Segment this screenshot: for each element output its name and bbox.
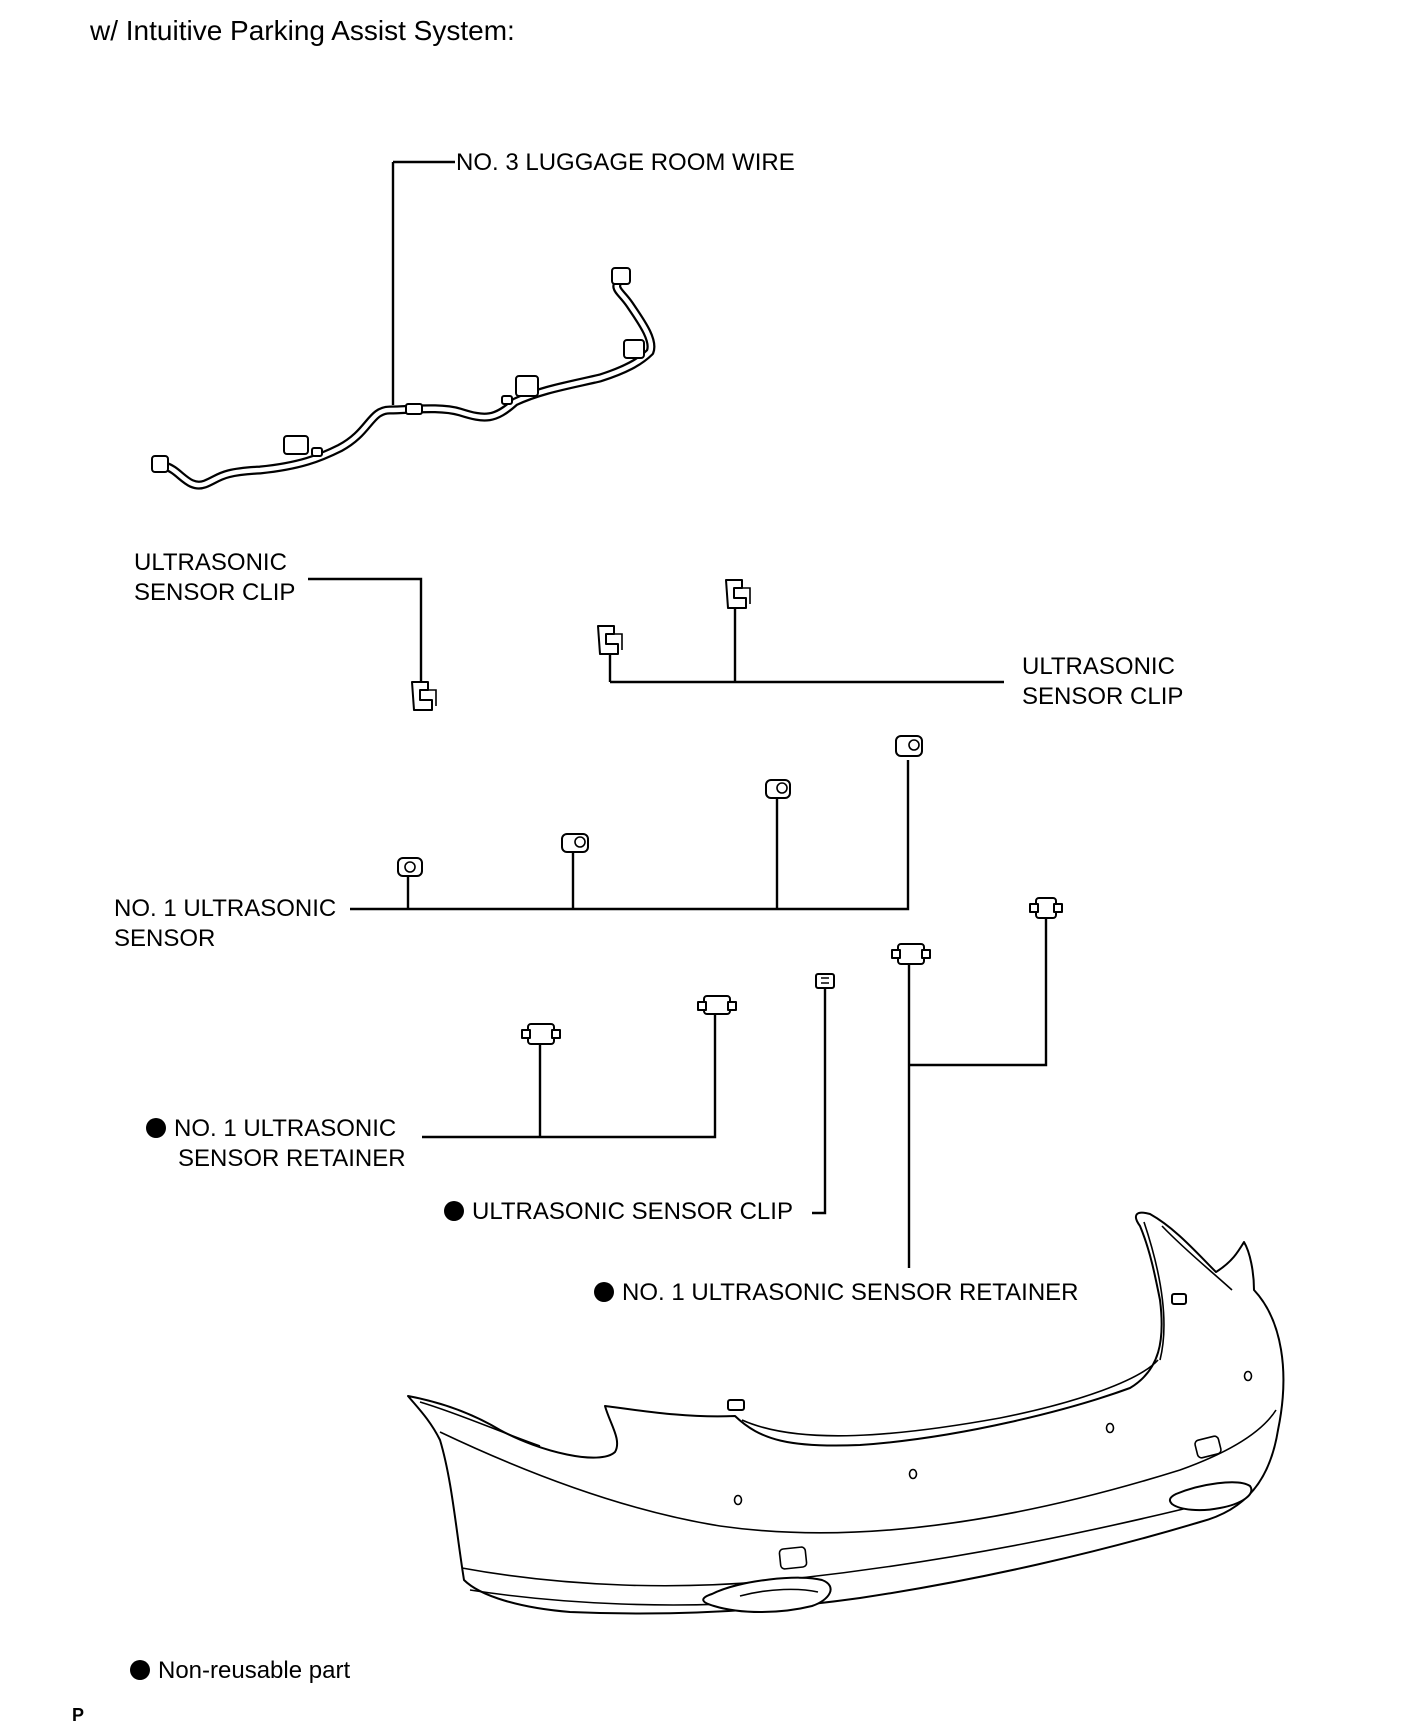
label-clip-right-line1: ULTRASONIC [1022, 653, 1175, 680]
label-retainer-left-line1: NO. 1 ULTRASONIC [174, 1115, 397, 1142]
luggage-room-wire [151, 160, 656, 490]
label-retainer-left: NO. 1 ULTRASONIC SENSOR RETAINER [146, 1114, 406, 1174]
label-clip-bottom-text: ULTRASONIC SENSOR CLIP [472, 1198, 793, 1225]
label-clip-right: ULTRASONIC SENSOR CLIP [1022, 652, 1183, 712]
corner-mark: P [72, 1705, 85, 1725]
label-clip-bottom: ULTRASONIC SENSOR CLIP [444, 1197, 793, 1227]
sensor-4 [895, 735, 923, 757]
label-clip-left: ULTRASONIC SENSOR CLIP [134, 548, 295, 608]
clip-left-leader [308, 577, 437, 711]
clip-right-leader [597, 579, 1004, 684]
non-reusable-dot-icon [146, 1118, 166, 1138]
sensor-2 [561, 833, 589, 853]
label-luggage-room-wire-text: NO. 3 LUGGAGE ROOM WIRE [456, 149, 795, 176]
retainer-2 [697, 995, 737, 1015]
label-luggage-room-wire: NO. 3 LUGGAGE ROOM WIRE [456, 148, 795, 178]
label-sensor: NO. 1 ULTRASONIC SENSOR [114, 894, 336, 954]
legend-non-reusable: Non-reusable part [130, 1656, 350, 1686]
non-reusable-dot-icon [594, 1282, 614, 1302]
retainer-left-leader [422, 995, 737, 1139]
label-clip-left-line1: ULTRASONIC [134, 549, 287, 576]
label-retainer-bottom-text: NO. 1 ULTRASONIC SENSOR RETAINER [622, 1279, 1079, 1306]
label-sensor-line1: NO. 1 ULTRASONIC [114, 895, 337, 922]
label-clip-right-line2: SENSOR CLIP [1022, 683, 1184, 710]
non-reusable-dot-icon [130, 1660, 150, 1680]
rear-bumper-cover [407, 1211, 1285, 1615]
retainer-3 [891, 943, 931, 965]
retainer-4 [1029, 897, 1063, 919]
sensor-3 [765, 779, 791, 799]
label-clip-left-line2: SENSOR CLIP [134, 579, 296, 606]
retainer-bottom-leader [891, 897, 1063, 1268]
retainer-1 [521, 1023, 561, 1045]
clip-bottom-leader [812, 973, 835, 1215]
diagram-title: w/ Intuitive Parking Assist System: [90, 15, 515, 46]
label-retainer-left-line2: SENSOR RETAINER [178, 1145, 406, 1172]
label-retainer-bottom: NO. 1 ULTRASONIC SENSOR RETAINER [594, 1278, 1079, 1308]
non-reusable-dot-icon [444, 1201, 464, 1221]
sensor-leader [350, 735, 923, 911]
legend-non-reusable-text: Non-reusable part [158, 1657, 351, 1684]
label-sensor-line2: SENSOR [114, 925, 216, 952]
sensor-1 [397, 857, 423, 877]
